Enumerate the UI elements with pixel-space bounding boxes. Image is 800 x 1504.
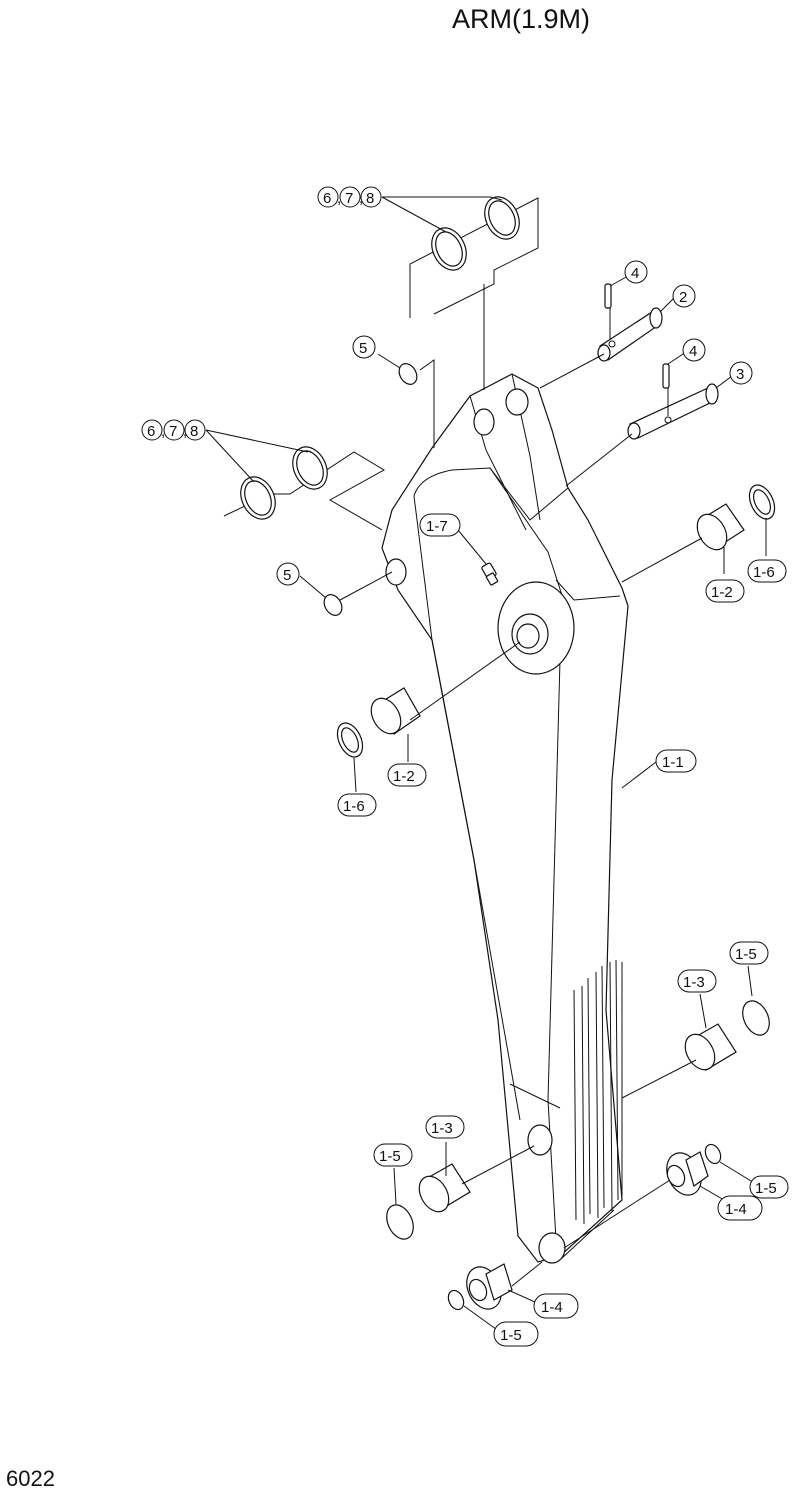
callout-4-lower: 4 (682, 338, 706, 362)
callout-1-2-left: 1-2 (387, 763, 427, 787)
callout-3: 3 (729, 361, 753, 385)
callout-label: 7 (345, 190, 353, 207)
diagram-title: ARM(1.9M) (452, 4, 591, 34)
ring-1-5-left (386, 1204, 414, 1240)
svg-text:,: , (183, 423, 187, 440)
callout-1-7: 1-7 (419, 513, 461, 537)
callout-label: 4 (689, 343, 697, 360)
callout-label: 8 (366, 190, 374, 207)
callout-1-4-right: 1-4 (717, 1195, 763, 1221)
callout-label: 1-6 (753, 564, 775, 581)
callout-2: 2 (672, 284, 696, 308)
bushing-1-3-right (684, 1023, 737, 1071)
seal-1-6-right (748, 484, 776, 520)
callout-label: 6 (323, 190, 331, 207)
seal-1-6-left (336, 722, 364, 758)
pin-3 (627, 383, 719, 440)
ring-1-5-right (742, 1000, 770, 1036)
flanged-bushing-1-4-right (666, 1151, 709, 1196)
shim-set-upper (409, 196, 539, 318)
lower-link-hole (527, 1124, 553, 1156)
svg-text:,: , (337, 190, 341, 207)
callout-label: 2 (679, 289, 687, 306)
callout-label: 5 (283, 567, 291, 584)
callout-6-7-8-lower: 6 , 7 , 8 (141, 419, 206, 441)
callout-4-upper: 4 (624, 260, 648, 284)
callout-1-1: 1-1 (655, 749, 697, 773)
bushing-1-2-left (370, 687, 421, 735)
callout-label: 1-5 (500, 1327, 522, 1344)
grease-fitting (481, 562, 499, 586)
boom-bore-inner (516, 623, 540, 649)
callout-label: 1-4 (725, 1201, 747, 1218)
side-pin-hole (385, 558, 407, 586)
ring-1-5-small-left (447, 1289, 465, 1311)
callout-1-5-left-bottom: 1-5 (493, 1321, 539, 1347)
shim-set-lower (223, 446, 385, 531)
callout-label: 5 (359, 340, 367, 357)
callout-label: 1-3 (683, 974, 705, 991)
callout-label: 1-1 (662, 754, 684, 771)
callout-label: 1-2 (711, 584, 733, 601)
leader-lines (205, 196, 767, 1333)
pin-2 (597, 307, 663, 362)
bushing-1-3-left (418, 1163, 471, 1213)
clevis-pin-hole (473, 408, 495, 436)
callout-label: 1-4 (541, 1299, 563, 1316)
spring-pin-lower (662, 363, 670, 389)
callout-label: 7 (169, 423, 177, 440)
bucket-pin-hole (538, 1232, 566, 1264)
bushing-1-2-right (696, 503, 745, 551)
ring-1-5-small-right (704, 1143, 722, 1165)
flanged-bushing-1-4-left (466, 1263, 513, 1310)
callout-label: 1-5 (379, 1148, 401, 1165)
callout-label: 6 (147, 423, 155, 440)
callout-1-5-right-top: 1-5 (729, 941, 769, 965)
arm-body (381, 373, 629, 1263)
callout-label: 1-2 (393, 768, 415, 785)
callout-label: 4 (631, 265, 639, 282)
callout-1-2-right: 1-2 (705, 579, 745, 603)
callout-label: 1-5 (755, 1180, 777, 1197)
callout-1-5-right-bottom: 1-5 (749, 1175, 789, 1199)
callout-1-3-left: 1-3 (425, 1115, 465, 1139)
callout-6-7-8-upper: 6 , 7 , 8 (317, 186, 382, 208)
snap-ring-lower (323, 594, 343, 616)
callout-label: 3 (736, 366, 744, 383)
callout-label: 1-7 (426, 518, 448, 535)
callout-1-6-right: 1-6 (747, 559, 787, 583)
callout-label: 8 (190, 423, 198, 440)
page-number: 6022 (6, 1466, 55, 1491)
callout-5-upper: 5 (352, 335, 376, 359)
callout-label: 1-5 (735, 946, 757, 963)
callout-1-3-right: 1-3 (677, 969, 717, 993)
svg-text:,: , (359, 190, 363, 207)
top-pin-hole (505, 388, 529, 416)
callout-1-4-left: 1-4 (533, 1293, 579, 1319)
callout-label: 1-6 (343, 798, 365, 815)
callout-1-6-left: 1-6 (337, 793, 377, 817)
snap-ring-upper (398, 363, 418, 385)
svg-text:,: , (161, 423, 165, 440)
callout-1-5-left-top: 1-5 (373, 1143, 413, 1167)
callout-label: 1-3 (431, 1120, 453, 1137)
callout-5-lower: 5 (276, 562, 300, 586)
spring-pin-upper (604, 283, 612, 309)
